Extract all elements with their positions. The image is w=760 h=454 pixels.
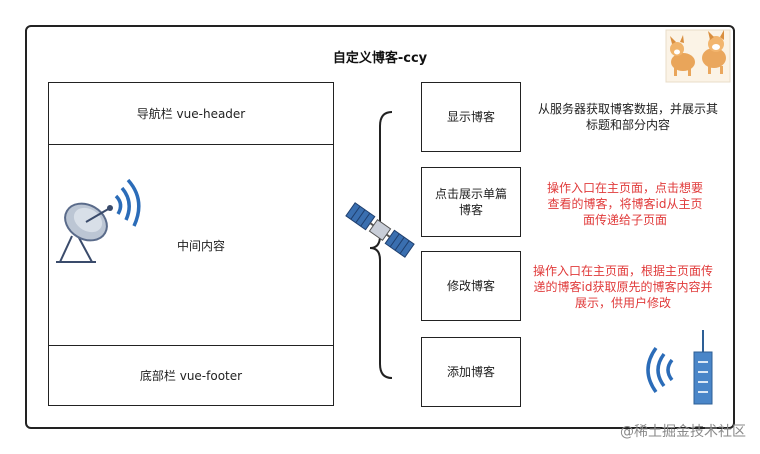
- description-line: 展示，供用户修改: [574, 296, 671, 310]
- header-label: 导航栏 vue-header: [136, 107, 246, 121]
- description-line: 面传递给子页面: [582, 213, 667, 227]
- curly-brace: [369, 111, 393, 379]
- content-label: 中间内容: [176, 238, 225, 253]
- description-line: 标题和部分内容: [585, 118, 670, 132]
- outer-frame: [25, 25, 735, 429]
- function-label-line2: 博客: [458, 203, 483, 217]
- description-line: 从服务器获取博客数据，并展示其: [537, 102, 718, 116]
- watermark: @稀土掘金技术社区: [620, 424, 746, 440]
- description-line: 操作入口在主页面，根据主页面传: [532, 264, 713, 278]
- description-line: 查看的博客，将博客id从主页: [547, 197, 703, 211]
- content-section: 中间内容: [49, 145, 333, 345]
- footer-label: 底部栏 vue-footer: [139, 369, 243, 383]
- function-box-add-blog: 添加博客: [421, 337, 521, 407]
- function-box-show-single-blog: 点击展示单篇 博客: [421, 167, 521, 237]
- satellite-dish-icon: [56, 178, 141, 263]
- diagram-title: 自定义博客-ccy: [332, 51, 428, 66]
- satellite-icon: [345, 202, 415, 258]
- function-box-show-blog: 显示博客: [421, 82, 521, 152]
- antenna-tower-icon: [646, 330, 713, 405]
- dogs-image: [665, 29, 731, 83]
- description-line: 递的博客id获取原先的博客内容并: [533, 280, 713, 294]
- function-box-edit-blog: 修改博客: [421, 251, 521, 321]
- header-section: 导航栏 vue-header: [49, 83, 333, 145]
- function-label: 修改博客: [446, 279, 495, 293]
- description-show-blog: 从服务器获取博客数据，并展示其 标题和部分内容: [528, 101, 728, 133]
- description-line: 操作入口在主页面，点击想要: [546, 181, 703, 195]
- function-label: 显示博客: [446, 110, 495, 124]
- description-edit-blog: 操作入口在主页面，根据主页面传 递的博客id获取原先的博客内容并 展示，供用户修…: [528, 263, 718, 311]
- function-label: 添加博客: [446, 365, 495, 379]
- page-layout-box: 导航栏 vue-header 中间内容 底部栏 vue-footer: [48, 82, 334, 406]
- function-label-line1: 点击展示单篇: [434, 187, 507, 201]
- footer-section: 底部栏 vue-footer: [49, 345, 333, 405]
- description-show-single-blog: 操作入口在主页面，点击想要 查看的博客，将博客id从主页 面传递给子页面: [535, 180, 715, 228]
